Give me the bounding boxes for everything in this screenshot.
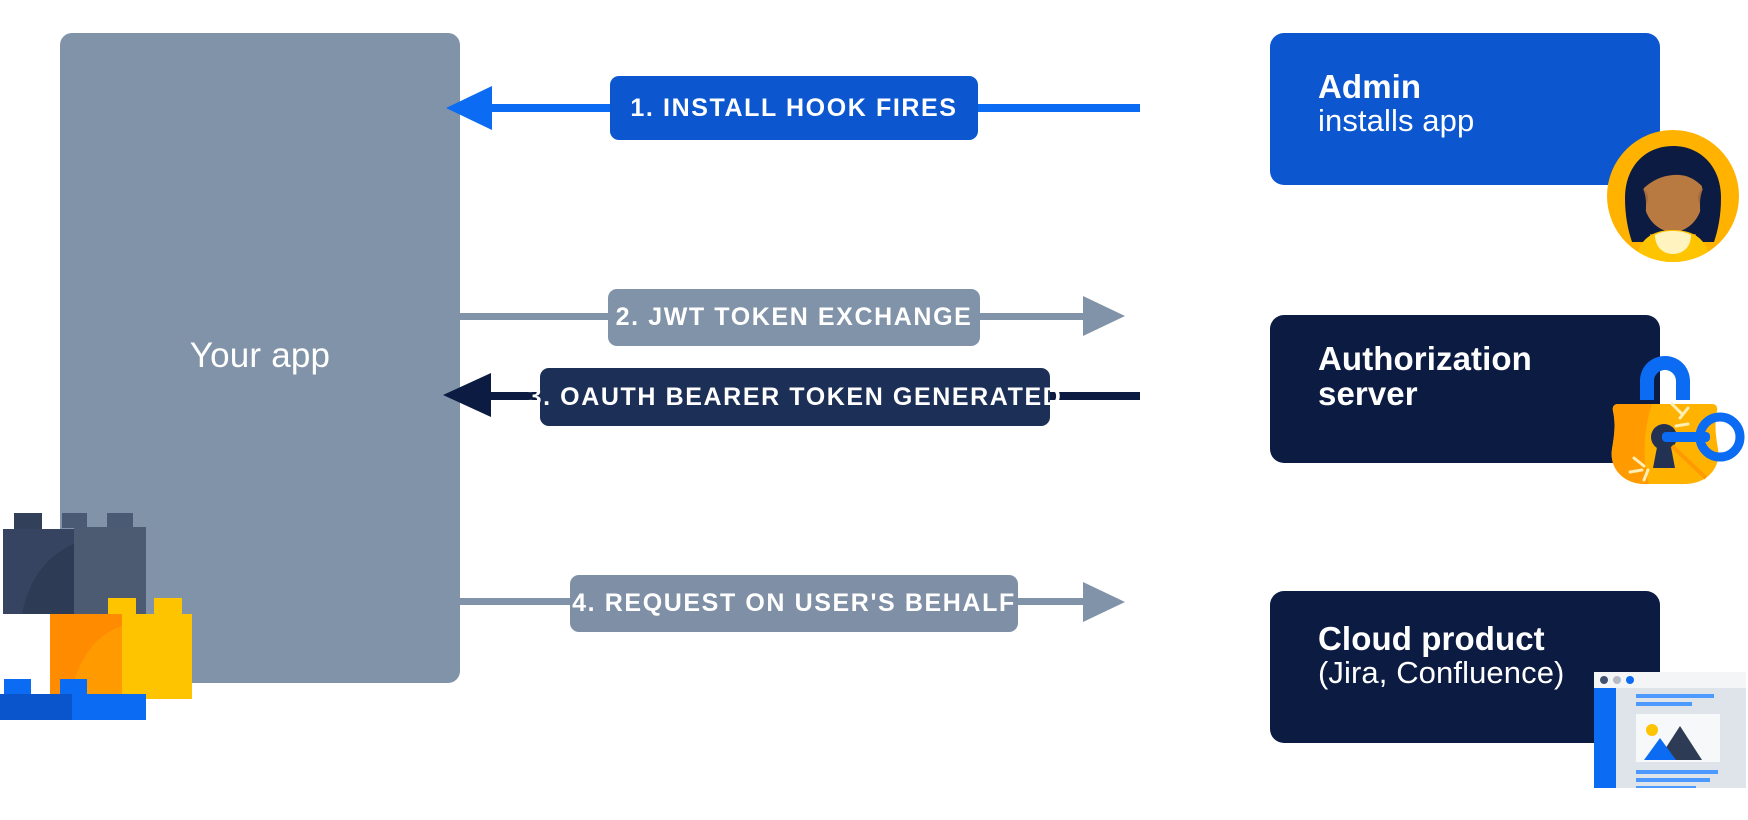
step-4-label-pill: 4. REQUEST ON USER'S BEHALF	[570, 575, 1018, 632]
padlock-key-icon	[1611, 356, 1745, 484]
node-cloud-product-text: Cloud product (Jira, Confluence)	[1318, 620, 1565, 691]
step-1-arrowhead-left-icon	[446, 86, 492, 130]
step-2-label-pill: 2. JWT TOKEN EXCHANGE	[608, 289, 980, 346]
node-authorization-server: Authorization server	[1270, 315, 1660, 463]
your-app-label: Your app	[189, 336, 331, 375]
browser-window-icon	[1594, 672, 1746, 788]
node-cloud-product-subtitle: (Jira, Confluence)	[1318, 655, 1565, 691]
step-3-arrowhead-left-icon	[443, 373, 491, 417]
step-4-arrowhead-right-icon	[1083, 582, 1125, 622]
node-authorization-server-text: Authorization server	[1318, 341, 1532, 412]
step-3-label-pill: 3. OAUTH BEARER TOKEN GENERATED	[528, 368, 1061, 426]
lego-bricks-icon	[0, 513, 192, 720]
node-admin-subtitle: installs app	[1318, 103, 1475, 139]
person-avatar-icon	[1607, 130, 1739, 262]
node-admin-title: Admin	[1318, 68, 1422, 105]
step-2-arrowhead-right-icon	[1083, 296, 1125, 336]
node-cloud-product-title: Cloud product	[1318, 620, 1545, 657]
node-authorization-server-subtitle: server	[1318, 375, 1418, 413]
node-admin: Admin installs app	[1270, 33, 1660, 185]
node-authorization-server-title: Authorization	[1318, 340, 1532, 377]
step-1-label-pill: 1. INSTALL HOOK FIRES	[610, 76, 978, 140]
node-admin-text: Admin installs app	[1318, 68, 1475, 139]
